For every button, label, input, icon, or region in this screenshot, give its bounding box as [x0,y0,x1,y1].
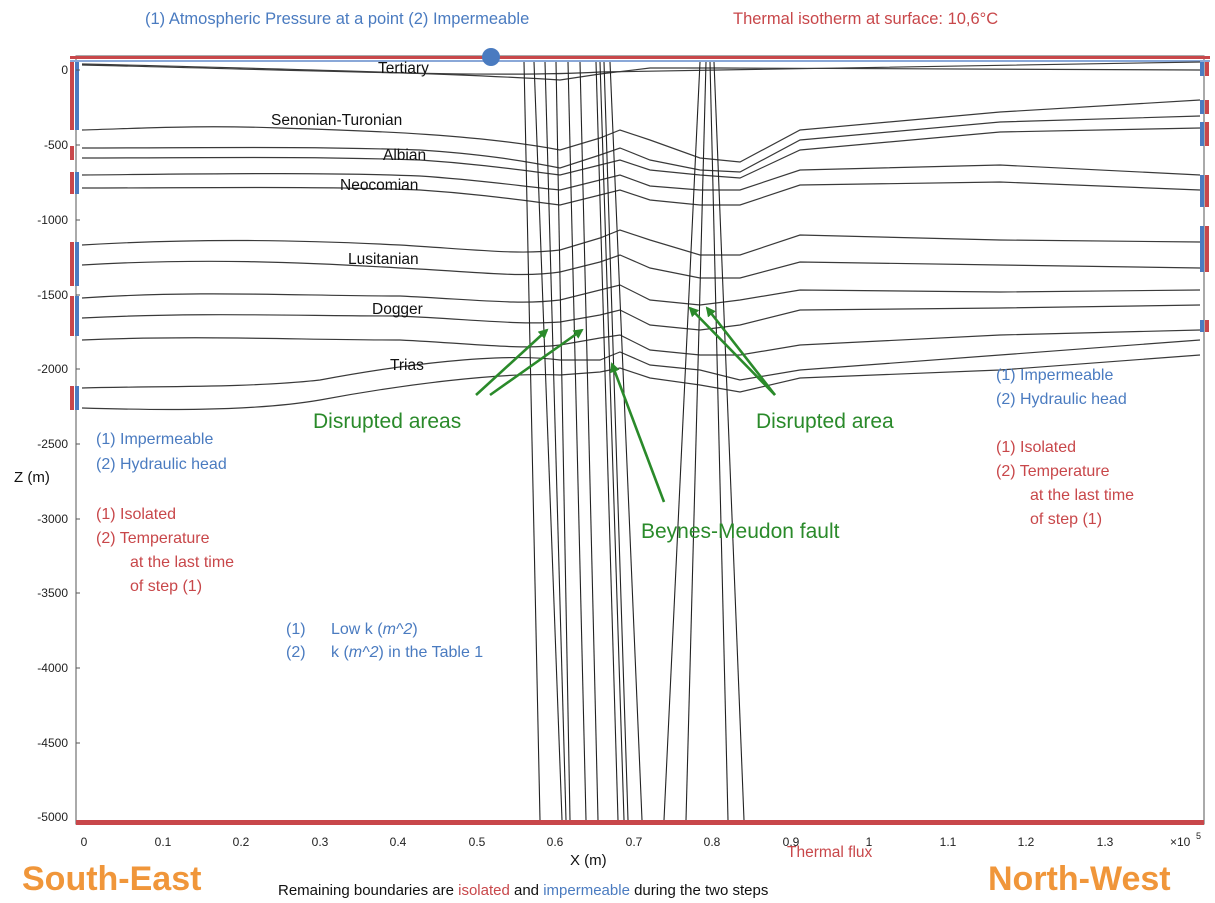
right-boundary-conditions: (1) Impermeable (2) Hydraulic head (1) I… [996,367,1134,528]
remaining-boundaries-note: Remaining boundaries are isolated and im… [278,882,768,899]
top-boundary-thermal-label: Thermal isotherm at surface: 10,6°C [733,10,998,28]
permeability-2-number: (2) [286,644,306,661]
permeability-2-text: k (m^2) in the Table 1 [331,644,483,661]
disrupted-area-arrows [475,306,777,503]
y-tick: -2000 [37,362,68,376]
south-east-label: South-East [22,860,201,898]
y-tick: -3500 [37,586,68,600]
fault-lines [523,61,745,821]
bottom-boundary-thermal-label: Thermal flux [787,844,873,861]
top-boundary-hydraulic-bar [70,60,1210,62]
x-tick: 1.3 [1097,835,1114,849]
top-boundary-hydraulic-label: (1) Atmospheric Pressure at a point (2) … [145,10,529,28]
layer-label-dogger: Dogger [372,301,423,318]
right-hydraulic-2: (2) Hydraulic head [996,391,1127,408]
right-thermal-2b: at the last time [1030,487,1134,504]
x-tick: 0.4 [390,835,407,849]
x-axis-ticks: 0 0.1 0.2 0.3 0.4 0.5 0.6 0.7 0.8 0.9 1 … [81,835,1114,849]
x-tick: 0.5 [469,835,486,849]
x-tick: 1.1 [940,835,957,849]
right-hydraulic-1: (1) Impermeable [996,367,1113,384]
left-thermal-1: (1) Isolated [96,506,176,523]
disrupted-area-label: Disrupted area [756,410,894,433]
layer-label-neocomian: Neocomian [340,177,418,194]
y-tick: -1500 [37,288,68,302]
y-tick: -4000 [37,661,68,675]
right-thermal-1: (1) Isolated [996,439,1076,456]
layer-horizons [81,61,1201,411]
right-thermal-2a: (2) Temperature [996,463,1110,480]
y-axis-tick-marks [76,69,80,744]
right-boundary-bars [1200,62,1209,332]
left-boundary-bars [70,62,79,410]
layer-label-tertiary: Tertiary [378,60,429,77]
fault-label: Beynes-Meudon fault [641,520,840,543]
x-tick: 0.8 [704,835,721,849]
x-axis-label: X (m) [570,852,607,869]
left-hydraulic-1: (1) Impermeable [96,431,213,448]
y-tick: -1000 [37,213,68,227]
y-tick: 0 [61,63,68,77]
permeability-1-number: (1) [286,621,306,638]
x-axis-multiplier-exponent: 5 [1196,831,1201,841]
bottom-boundary-thermal-bar [76,820,1204,825]
x-tick: 1 [866,835,873,849]
y-tick: -3000 [37,512,68,526]
x-tick: 0.3 [312,835,329,849]
left-boundary-conditions: (1) Impermeable (2) Hydraulic head (1) I… [96,431,234,595]
left-thermal-2b: at the last time [130,554,234,571]
x-tick: 1.2 [1018,835,1035,849]
layer-label-senonian-turonian: Senonian-Turonian [271,112,402,129]
north-west-label: North-West [988,860,1171,898]
disrupted-areas-label: Disrupted areas [313,410,461,433]
right-thermal-2c: of step (1) [1030,511,1102,528]
x-tick: 0.7 [626,835,643,849]
left-hydraulic-2: (2) Hydraulic head [96,456,227,473]
y-axis-label: Z (m) [14,469,50,486]
permeability-1-text: Low k (m^2) [331,621,418,638]
x-tick: 0.9 [783,835,800,849]
x-tick: 0.1 [155,835,172,849]
layer-label-trias: Trias [390,357,424,374]
left-thermal-2a: (2) Temperature [96,530,210,547]
y-tick: -500 [44,138,68,152]
y-axis-ticks: 0 -500 -1000 -1500 -2000 -2500 -3000 -35… [37,63,68,824]
left-thermal-2c: of step (1) [130,578,202,595]
x-tick: 0.2 [233,835,250,849]
layer-label-albian: Albian [383,147,426,164]
layer-label-lusitanian: Lusitanian [348,251,419,268]
x-axis-multiplier: ×10 [1170,835,1191,849]
top-boundary-thermal-bar [70,56,1210,59]
x-tick: 0.6 [547,835,564,849]
y-tick: -5000 [37,810,68,824]
y-tick: -4500 [37,736,68,750]
permeability-legend: (1) Low k (m^2) (2) k (m^2) in the Table… [286,621,483,661]
atmospheric-pressure-point [482,48,500,66]
y-tick: -2500 [37,437,68,451]
x-tick: 0 [81,835,88,849]
